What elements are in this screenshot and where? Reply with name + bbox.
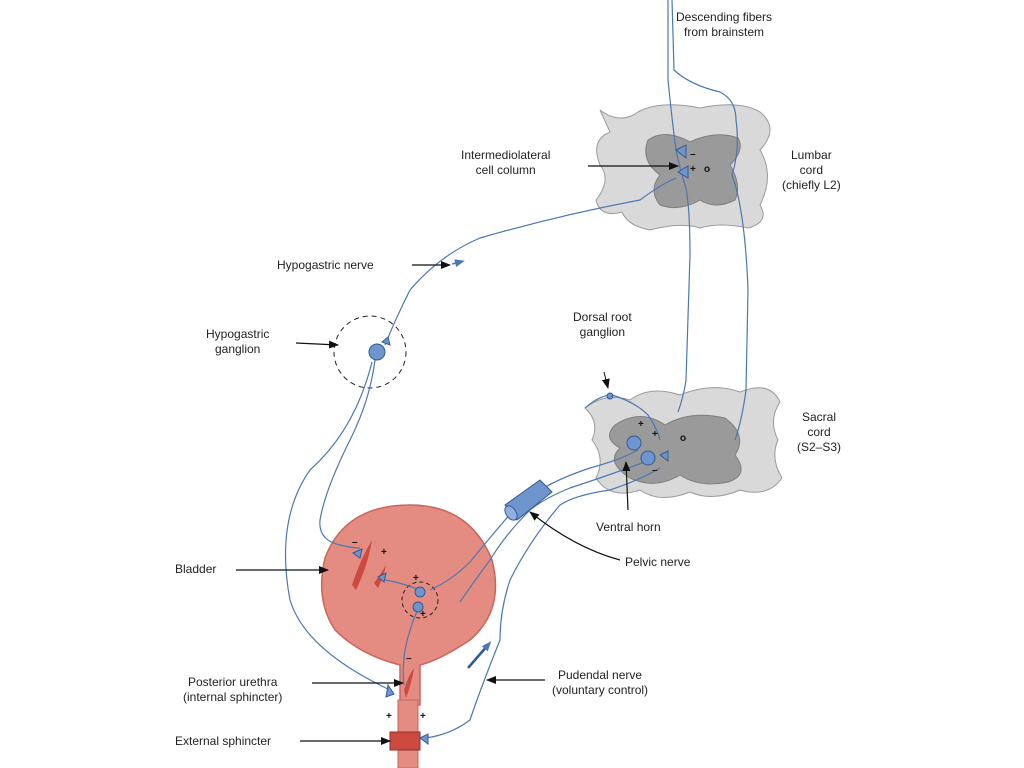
sacral-terminal xyxy=(659,450,669,462)
label-bladder: Bladder xyxy=(175,562,217,576)
label-external-sphincter: External sphincter xyxy=(175,734,272,748)
sacral-cord-line3: (S2–S3) xyxy=(797,440,842,454)
lumbar-cord-line1: Lumbar xyxy=(791,148,832,162)
bladder-terminal-1 xyxy=(351,548,363,559)
bladder-neuron-1 xyxy=(414,586,426,598)
descending-fiber-1 xyxy=(667,0,691,413)
sacral-cord-section xyxy=(584,387,783,498)
sign-bladder-plus-3: + xyxy=(420,609,426,620)
pelvic-nerve-bundle xyxy=(504,479,553,521)
label-hypogastric-nerve: Hypogastric nerve xyxy=(277,258,374,272)
hypogastric-neuron xyxy=(368,343,386,361)
label-hypogastric-ganglion: Hypogastric ganglion xyxy=(206,327,269,357)
label-dorsal-root-ganglion: Dorsal root ganglion xyxy=(573,310,632,340)
sign-urethra-minus: – xyxy=(406,653,412,664)
intermediolateral-line2: cell column xyxy=(475,163,536,177)
bladder-shape xyxy=(320,504,497,768)
hypogastric-ganglion-line2: ganglion xyxy=(214,342,261,356)
sign-lumbar-zero: o xyxy=(704,164,711,175)
urethra-terminal xyxy=(385,683,395,698)
bladder-terminal-2 xyxy=(377,572,387,583)
dorsal-root-fiber xyxy=(584,394,661,441)
dorsal-root-line2: ganglion xyxy=(579,325,626,339)
dorsal-root-neuron xyxy=(606,392,614,400)
lumbar-cord-section xyxy=(595,104,771,231)
label-lumbar-cord: Lumbar cord (chiefly L2) xyxy=(782,148,841,193)
pointer-pelvic-nerve xyxy=(529,511,621,561)
dorsal-root-line1: Dorsal root xyxy=(573,310,632,324)
label-pudendal-nerve: Pudendal nerve (voluntary control) xyxy=(552,668,648,698)
label-posterior-urethra: Posterior urethra (internal sphincter) xyxy=(183,675,282,705)
lumbar-cord-line2: cord xyxy=(799,163,824,177)
descending-fibers-line2: from brainstem xyxy=(684,25,765,39)
lumbar-terminal-1 xyxy=(675,144,687,160)
pudendal-line2: (voluntary control) xyxy=(552,683,649,697)
pudendal-fiber xyxy=(424,467,661,739)
pointer-ventral-horn xyxy=(622,461,631,511)
bladder-neuron-2 xyxy=(412,601,424,613)
sign-lumbar-minus: – xyxy=(690,149,696,160)
hypogastric-flow-arrow xyxy=(451,259,465,268)
hypogastric-ganglion-line1: Hypogastric xyxy=(206,327,270,341)
sacral-cord-line2: cord xyxy=(807,425,831,439)
label-pointers xyxy=(236,162,679,745)
bladder-inner-fiber xyxy=(402,604,421,686)
label-pelvic-nerve: Pelvic nerve xyxy=(625,555,691,569)
sign-bladder-plus-1: + xyxy=(381,547,387,558)
label-sacral-cord: Sacral cord (S2–S3) xyxy=(797,410,841,455)
lumbar-terminal-2 xyxy=(677,165,689,179)
descending-fibers-line1: Descending fibers xyxy=(676,10,773,24)
label-intermediolateral: Intermediolateral cell column xyxy=(461,148,550,178)
hypogastric-terminal xyxy=(381,336,391,346)
lumbar-cord-line3: (chiefly L2) xyxy=(782,178,841,192)
sign-sacral-plus-1: + xyxy=(638,419,644,430)
sacral-neuron-2 xyxy=(640,450,656,466)
sacral-cord-line1: Sacral xyxy=(802,410,837,424)
sign-urethra-plus-1: + xyxy=(386,711,392,722)
pudendal-flow-arrow xyxy=(467,641,492,669)
sign-sacral-plus-2: + xyxy=(652,429,658,440)
intermediolateral-line1: Intermediolateral xyxy=(461,148,551,162)
label-ventral-horn: Ventral horn xyxy=(596,520,661,534)
sacral-neuron-1 xyxy=(626,435,642,451)
hypogastric-to-urethra xyxy=(284,361,391,691)
descending-fiber-2 xyxy=(671,0,749,441)
sign-sacral-zero: o xyxy=(680,433,687,444)
sign-bladder-minus: – xyxy=(352,537,358,548)
bladder-ganglion-outline xyxy=(401,581,439,619)
sign-lumbar-plus: + xyxy=(690,164,696,175)
sign-urethra-plus-2: + xyxy=(420,711,426,722)
label-descending-fibers: Descending fibers from brainstem xyxy=(676,10,772,40)
dorsal-root-arrow xyxy=(601,371,610,389)
pointer-hypogastric-ganglion xyxy=(295,340,339,349)
sign-bladder-plus-2: + xyxy=(413,573,419,584)
neurons xyxy=(351,144,689,745)
posterior-urethra-line2: (internal sphincter) xyxy=(183,690,283,704)
lumbar-efferent xyxy=(384,177,677,346)
sphincter-terminal xyxy=(419,733,429,745)
hypogastric-to-bladder xyxy=(319,359,376,549)
posterior-urethra-line1: Posterior urethra xyxy=(188,675,278,689)
pudendal-line1: Pudendal nerve xyxy=(557,668,643,682)
sign-sacral-minus: – xyxy=(652,465,658,476)
